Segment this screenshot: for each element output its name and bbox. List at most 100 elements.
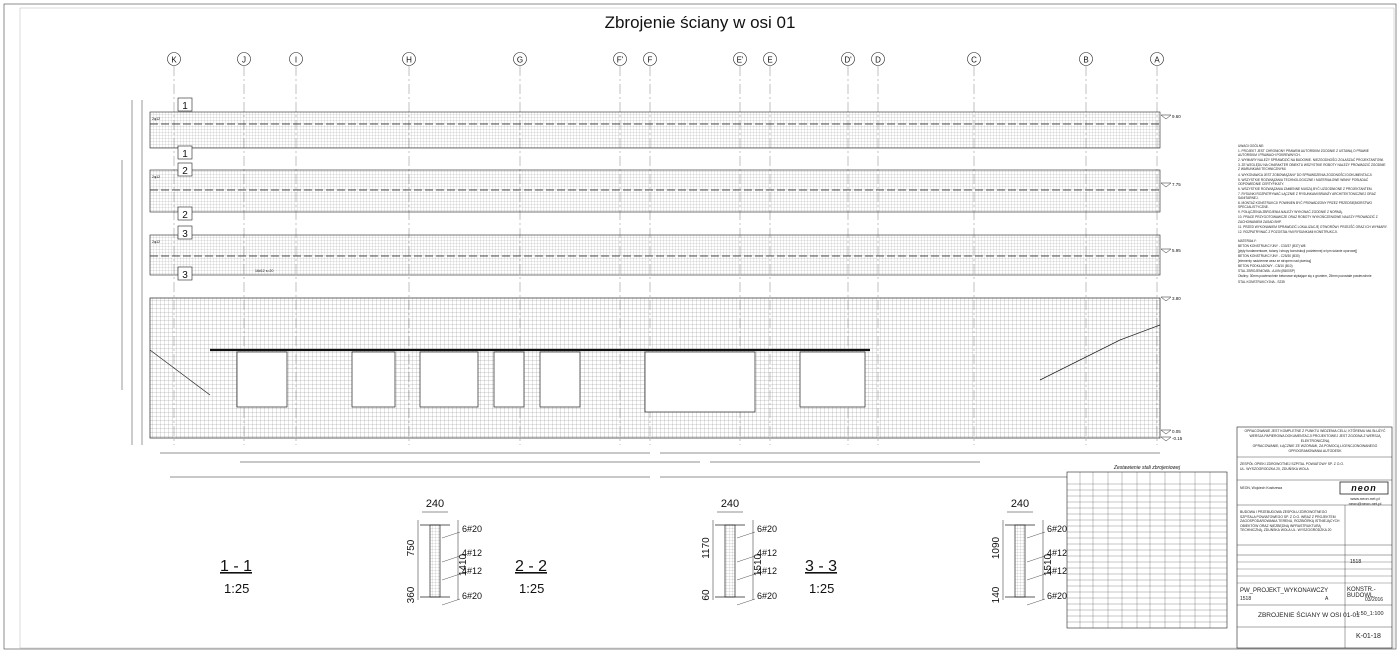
- email: neon@neon.net.pl: [1348, 501, 1382, 506]
- level-symbol-2: [1160, 248, 1172, 254]
- opening-4: [493, 351, 525, 408]
- section-dim-top-2: 240: [721, 498, 739, 510]
- section-dim-h-2: 1510: [753, 553, 764, 576]
- section-id-3: 3 - 3: [805, 558, 837, 575]
- material-8: STAL KONSTRUKCYJNA - S235: [1238, 279, 1285, 284]
- strip-2-bar-label: 2φ12: [152, 175, 160, 179]
- axis-bubble-12: [1079, 52, 1093, 66]
- axis-label-6: F: [648, 56, 653, 65]
- row-marker-2: 2: [182, 166, 188, 177]
- section-dim-h-1: 1410: [458, 553, 469, 576]
- axis-label-8: E: [767, 56, 772, 65]
- steel-table-title: Zestawienie stali zbrojeniowej: [1113, 465, 1181, 471]
- axis-label-13: A: [1154, 56, 1160, 65]
- level-value-5: -0.15: [1172, 436, 1183, 441]
- material-4: [elementy nadziemne wraz ze stropem nad …: [1238, 259, 1312, 264]
- investor-block: ZESPÓŁ OPIEKI ZDROWOTNEJ SZPITAL POWIATO…: [1240, 462, 1360, 471]
- scale-label: 1:50_1:100: [1356, 611, 1384, 617]
- level-value-1: 7.75: [1172, 182, 1181, 187]
- project-code: 1518: [1350, 559, 1362, 565]
- row-marker-2b: 2: [182, 210, 188, 221]
- axis-bubble-0: [167, 52, 181, 66]
- material-6: STAL ZBROJENIOWA - A-IIIN (B500SP): [1238, 269, 1296, 274]
- level-symbol-0: [1160, 114, 1172, 120]
- note-12: 12. ROZPATRYWAĆ Z POZOSTAŁYMI RYSUNKAMI …: [1238, 229, 1338, 234]
- opening-3: [419, 351, 479, 408]
- material-5: BETON PODKŁADOWY - C8/10 (B10): [1238, 264, 1293, 269]
- material-1: BETON KONSTRUKCYJNY - C30/37 (B37) W8: [1238, 243, 1306, 248]
- materials-title: MATERIAŁY:: [1238, 238, 1257, 243]
- note-6: 6. WSZYSTKIE ROZWIĄZANIA ZAMIENNE MUSZĄ …: [1238, 186, 1373, 191]
- row-marker-3: 3: [182, 229, 188, 240]
- sheet-title: ZBROJENIE ŚCIANY W OSI 01-01: [1258, 612, 1360, 619]
- section-dim-a-2: 1170: [701, 537, 712, 559]
- row-marker-3b: 3: [182, 270, 188, 281]
- investor-address: UL. WYSZOGRODZKA 20, ZDUŃSKA WOLA: [1240, 466, 1309, 471]
- material-7: Otuliny: 30mm powierzchnie betonowe styk…: [1238, 274, 1372, 279]
- bottom-bar-schedule: [160, 452, 1160, 478]
- opening-7: [799, 351, 866, 408]
- section-wall-2: [724, 524, 736, 598]
- section-dim-b-2: 60: [701, 589, 712, 601]
- opening-1: [236, 351, 288, 408]
- revision: A: [1325, 596, 1329, 602]
- strip-3-note: 16#12 s=20: [255, 269, 273, 273]
- section-bar-3-2: 4#12: [1047, 566, 1067, 576]
- axis-bubble-8: [763, 52, 777, 66]
- wall-strip-3: [149, 234, 1161, 276]
- section-bar-1-2: 4#12: [462, 566, 482, 576]
- note-7: 7. RYSUNKI ROZPATRYWAĆ ŁĄCZNIE Z RYSUNKA…: [1238, 191, 1376, 201]
- section-bar-3-1: 4#12: [1047, 548, 1067, 558]
- section-bar-1-3: 6#20: [462, 591, 482, 601]
- axis-label-12: B: [1083, 56, 1088, 65]
- axis-bubble-4: [513, 52, 527, 66]
- note-1: 1. PROJEKT JEST CHRONIONY PRAWEM AUTORSK…: [1238, 149, 1369, 158]
- axis-label-0: K: [171, 56, 177, 65]
- section-dim-h-3: 1510: [1043, 553, 1054, 576]
- section-bar-1-0: 6#20: [462, 524, 482, 534]
- drawing-title: Zbrojenie ściany w osi 01: [605, 13, 796, 32]
- section-scale-3: 1:25: [809, 581, 834, 596]
- stage-code: 1518: [1240, 596, 1252, 602]
- company-logo: neon: [1351, 483, 1377, 493]
- date-label: 03/2016: [1365, 597, 1384, 603]
- axis-label-2: I: [295, 56, 297, 65]
- notes-list: 1. PROJEKT JEST CHRONIONY PRAWEM AUTORSK…: [1238, 149, 1388, 234]
- note-3: 3. ZE WZGLĘDU NA CHARAKTER OBIEKTU WSZYS…: [1238, 163, 1386, 172]
- axis-label-5: F': [617, 56, 624, 65]
- opening-6: [644, 351, 756, 413]
- strip-3-bar-label: 2φ12: [152, 240, 160, 244]
- section-bar-2-1: 4#12: [757, 548, 777, 558]
- note-2: 2. WYMIARY NALEŻY SPRAWDZIĆ NA BUDOWIE. …: [1238, 158, 1385, 163]
- materials-list: BETON KONSTRUKCYJNY - C30/37 (B37) W8[pł…: [1238, 244, 1388, 284]
- note-10: 10. PRACE PRZYGOTOWAWCZE ORAZ ROBOTY WYK…: [1238, 215, 1378, 224]
- steel-schedule-table: Zestawienie stali zbrojeniowej: [1066, 465, 1228, 629]
- section-dim-a-3: 1090: [991, 536, 1002, 559]
- designer-name: NEON, Wojciech Kostrzewa: [1240, 486, 1283, 490]
- notes-title: UWAGI OGÓLNE:: [1238, 144, 1265, 148]
- note-9: 9. POŁĄCZENIA ZBROJENIA NALEŻY WYKONAĆ Z…: [1238, 210, 1343, 215]
- axis-bubble-7: [733, 52, 747, 66]
- wall-elevation-upper: [149, 111, 1161, 276]
- axis-bubble-10: [871, 52, 885, 66]
- sheet-border: [3, 3, 1397, 650]
- inner-frame: [19, 7, 1395, 649]
- section-scale-2: 1:25: [519, 581, 544, 596]
- note-5: 5. WSZYSTKIE ROZWIĄZANIA TECHNOLOGICZNE …: [1238, 177, 1369, 186]
- note-4: 4. WYKONAWCA JEST ZOBOWIĄZANY DO SPRAWDZ…: [1238, 172, 1373, 177]
- opening-5: [539, 351, 581, 408]
- axis-bubble-5: [613, 52, 627, 66]
- axis-label-7: E': [737, 56, 744, 65]
- wall-elevation-lower: [149, 297, 1161, 439]
- section-dim-b-3: 140: [991, 586, 1002, 603]
- level-symbol-4: [1160, 429, 1172, 435]
- notice-3: OPRACOWANIE, ŁĄCZNIE ZE WZORAMI, ZA POMO…: [1252, 444, 1378, 453]
- section-dim-b-1: 360: [406, 586, 417, 603]
- contact-block: www.neon.net.pl neon@neon.net.pl: [1340, 496, 1390, 506]
- axis-label-3: H: [406, 56, 412, 65]
- axis-bubble-9: [841, 52, 855, 66]
- level-value-4: 0.05: [1172, 429, 1181, 434]
